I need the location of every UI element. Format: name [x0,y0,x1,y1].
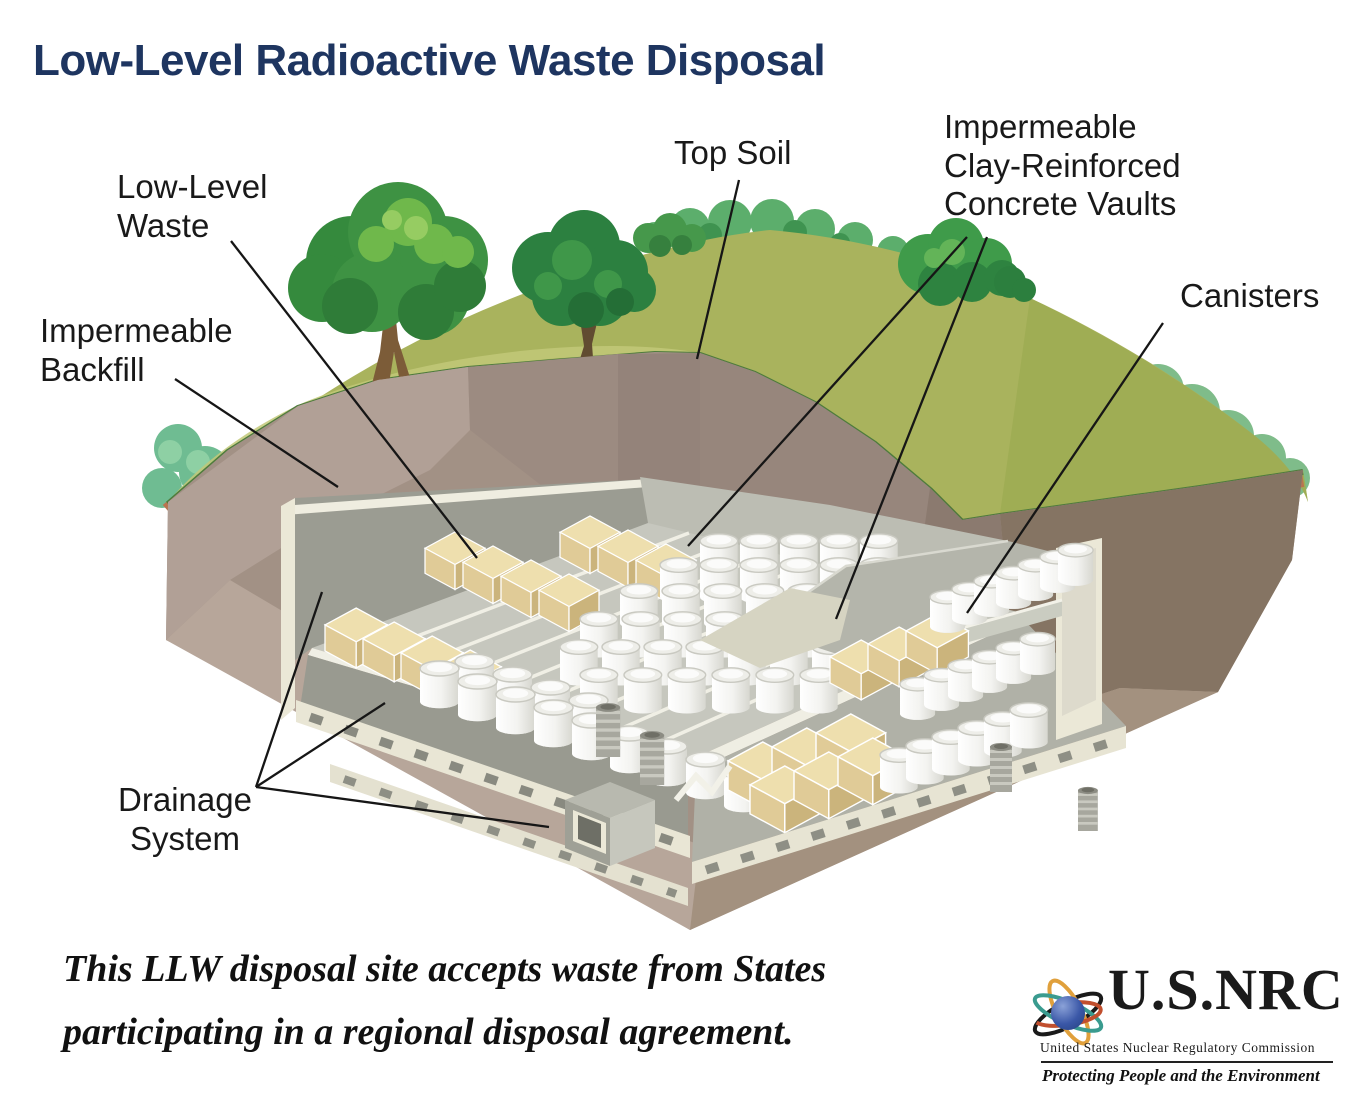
label-line: Low-Level [117,168,268,205]
label-line: Clay-Reinforced [944,146,1181,184]
leader-vaults-2 [834,236,989,620]
label-line: Impermeable [944,108,1137,145]
label-concrete-vaults: Impermeable Clay-Reinforced Concrete Vau… [944,108,1181,224]
leader-lines [174,179,1164,829]
leader-drainage-2 [255,702,386,788]
leader-low-level-waste [230,240,478,559]
leader-drainage-1 [254,591,324,788]
label-low-level-waste: Low-Level Waste [117,168,267,245]
label-top-soil: Top Soil [674,134,792,171]
atom-icon [1031,978,1104,1046]
leader-drainage-3 [255,785,550,829]
trees [288,182,1036,392]
right-vault [673,538,1126,884]
label-impermeable-backfill: Impermeable Backfill [40,312,233,389]
leader-canisters [966,322,1164,614]
label-drainage-system: Drainage System [100,781,270,858]
caption-text: This LLW disposal site accepts waste fro… [63,938,893,1063]
caption-line: participating in a regional disposal agr… [63,1010,794,1053]
page-title: Low-Level Radioactive Waste Disposal [33,36,826,85]
concrete-vaults [281,477,1126,906]
label-line: Concrete Vaults [944,185,1177,223]
leader-impermeable-backfill [174,378,339,488]
leader-vaults-1 [687,236,968,547]
label-line: Backfill [40,350,145,388]
label-canisters: Canisters [1180,277,1320,314]
logo-divider [1041,1061,1333,1063]
logo-tagline: Protecting People and the Environment [1042,1066,1320,1085]
logo-acronym: U.S.NRC [1108,957,1344,1022]
label-line: Waste [117,206,210,244]
usnrc-logo: U.S.NRC United States Nuclear Regulatory… [1028,957,1348,1098]
label-line: Drainage [118,781,252,818]
label-line: System [129,819,241,857]
logo-full-name: United States Nuclear Regulatory Commiss… [1040,1040,1315,1055]
label-line: Impermeable [40,312,233,349]
caption-line: This LLW disposal site accepts waste fro… [63,948,827,990]
leader-top-soil [695,179,741,360]
drainage-outlet [565,782,655,866]
